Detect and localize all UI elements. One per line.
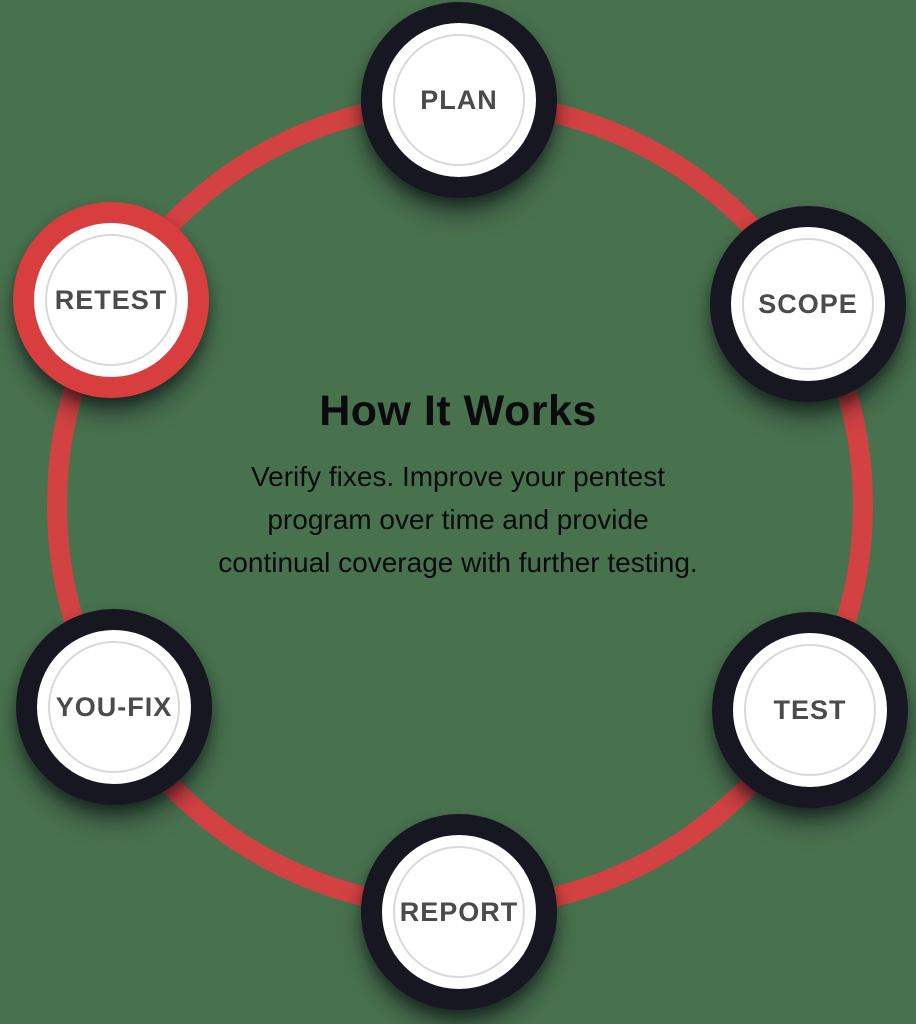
diagram-subtitle: Verify fixes. Improve your pentest progr… xyxy=(0,455,916,584)
node-report-label: REPORT xyxy=(399,896,519,927)
subtitle-line-2: program over time and provide xyxy=(267,504,649,535)
node-scope: SCOPE xyxy=(710,206,906,402)
node-scope-label: SCOPE xyxy=(758,288,858,319)
center-text-block: How It Works Verify fixes. Improve your … xyxy=(0,388,916,584)
node-test: TEST xyxy=(712,612,908,808)
node-plan-label: PLAN xyxy=(420,84,498,115)
node-you-fix: YOU-FIX xyxy=(16,609,212,805)
node-test-label: TEST xyxy=(773,694,847,725)
node-you-fix-label: YOU-FIX xyxy=(55,691,173,722)
diagram-title: How It Works xyxy=(319,387,597,435)
node-retest-label: RETEST xyxy=(54,284,168,315)
node-plan: PLAN xyxy=(361,2,557,198)
subtitle-line-3: continual coverage with further testing. xyxy=(218,547,698,578)
node-retest-highlighted: RETEST xyxy=(13,202,209,398)
node-report: REPORT xyxy=(361,814,557,1010)
subtitle-line-1: Verify fixes. Improve your pentest xyxy=(251,461,665,492)
